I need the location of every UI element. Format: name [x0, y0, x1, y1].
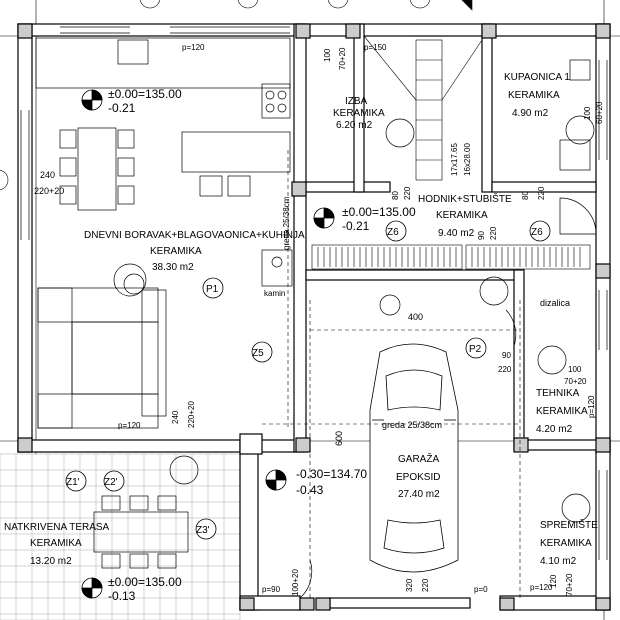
dim-bath-60: 60+20 [595, 101, 604, 124]
hall-area: 9.40 m2 [438, 228, 475, 239]
hall-level-top: ±0.00=135.00 [342, 205, 416, 219]
dim-garage-p0: p=0 [474, 585, 488, 594]
dim-hall-90: 90 [477, 231, 486, 240]
garage-area: 27.40 m2 [398, 489, 440, 500]
garage-level-bottom: -0.43 [296, 483, 324, 497]
dim-storage-120: 120 [549, 574, 558, 588]
bath-name: KUPAONICA 1 [504, 72, 570, 83]
tag-circles [65, 220, 551, 540]
tag-z6a: Z6 [387, 227, 399, 238]
garage-finish: EPOKSID [396, 472, 440, 483]
dim-living-220b: 220+20 [187, 401, 196, 428]
dim-kitchen-p120: p=120 [118, 421, 141, 430]
tech-area: 4.20 m2 [536, 424, 573, 435]
living-room-tag: P1 [206, 284, 219, 295]
living-beam-label: greda 25/38cm [282, 196, 291, 250]
cellar-area: 6.20 m2 [336, 120, 373, 131]
dim-garage-100: 100+20 [291, 569, 300, 596]
living-room-name: DNEVNI BORAVAK+BLAGOVAONICA+KUHINJA [84, 230, 305, 241]
dim-garage-400: 400 [408, 312, 423, 322]
tech-finish: KERAMIKA [536, 406, 588, 417]
dim-cellar-70: 70+20 [338, 47, 347, 70]
tech-name: TEHNIKA [536, 388, 580, 399]
storage-name: SPREMIŠTE [540, 518, 598, 531]
dim-garage-220: 220 [421, 578, 430, 592]
dim-p150: p=150 [364, 43, 387, 52]
dim-living-220: 220+20 [34, 186, 64, 196]
living-room-finish: KERAMIKA [150, 246, 202, 257]
dim-storage-p120: p=120 [530, 583, 553, 592]
garage-name: GARAŽA [398, 452, 439, 465]
hall-level-bottom: -0.21 [342, 219, 370, 233]
beams [262, 150, 521, 598]
dizalica-label: dizalica [540, 298, 570, 308]
car [369, 343, 459, 573]
cellar-name: IZBA [345, 96, 368, 107]
dim-bath-220: 220 [537, 186, 546, 200]
terrace-level-bottom: -0.13 [108, 589, 136, 603]
dim-tech-100: 100 [568, 365, 582, 374]
dim-cellar-100: 100 [323, 48, 332, 62]
garage-tag: P2 [469, 344, 482, 355]
bath-area: 4.90 m2 [512, 108, 549, 119]
storage-finish: KERAMIKA [540, 538, 592, 549]
stair-label-2: 16x28.00 [463, 143, 472, 176]
dim-tech-220: 220 [498, 365, 512, 374]
terrace-level-top: ±0.00=135.00 [108, 575, 182, 589]
tag-z6b: Z6 [531, 227, 543, 238]
dim-living-240b: 240 [171, 410, 180, 424]
dim-tech-70: 70+20 [564, 377, 587, 386]
walls [17, 23, 611, 611]
dim-garage-p90: p=90 [262, 585, 281, 594]
garage-beam-label: greda 25/38cm [382, 420, 442, 430]
tag-z5: Z5 [252, 348, 264, 359]
hall-finish: KERAMIKA [436, 210, 488, 221]
windows [20, 26, 608, 560]
dim-tech-p120: p=120 [587, 395, 596, 418]
dim-p120-top: p=120 [182, 43, 205, 52]
terrace-finish: KERAMIKA [30, 538, 82, 549]
tag-z2: Z2' [104, 477, 118, 488]
living-level-bottom: -0.21 [108, 101, 136, 115]
furniture [35, 37, 597, 599]
dim-tech-90: 90 [502, 351, 511, 360]
living-level-top: ±0.00=135.00 [108, 87, 182, 101]
garage-level-top: -0.30=134.70 [296, 467, 367, 481]
tag-z1: Z1' [66, 477, 80, 488]
kamin-label: kamin [264, 289, 285, 298]
dim-living-240: 240 [40, 170, 55, 180]
bath-finish: KERAMIKA [508, 90, 560, 101]
stairs [311, 35, 591, 270]
dim-garage-600: 600 [334, 431, 344, 446]
living-room-area: 38.30 m2 [152, 262, 194, 273]
terrace-name: NATKRIVENA TERASA [4, 522, 110, 533]
tag-z3: Z3' [196, 525, 210, 536]
stair-label-1: 17x17.65 [450, 143, 459, 176]
dim-hall-80: 80 [391, 191, 400, 200]
hall-name: HODNIK+STUBIŠTE [418, 192, 512, 205]
dim-storage-70: 70+20 [565, 573, 574, 596]
storage-area: 4.10 m2 [540, 556, 577, 567]
dim-hall-220: 220 [403, 186, 412, 200]
dim-bath-80: 80 [521, 191, 530, 200]
dim-bath-100: 100 [583, 106, 592, 120]
level-symbols [81, 89, 335, 599]
terrace-area: 13.20 m2 [30, 556, 72, 567]
dim-hall-220b: 220 [489, 226, 498, 240]
cellar-finish: KERAMIKA [333, 108, 385, 119]
dim-garage-320: 320 [405, 578, 414, 592]
